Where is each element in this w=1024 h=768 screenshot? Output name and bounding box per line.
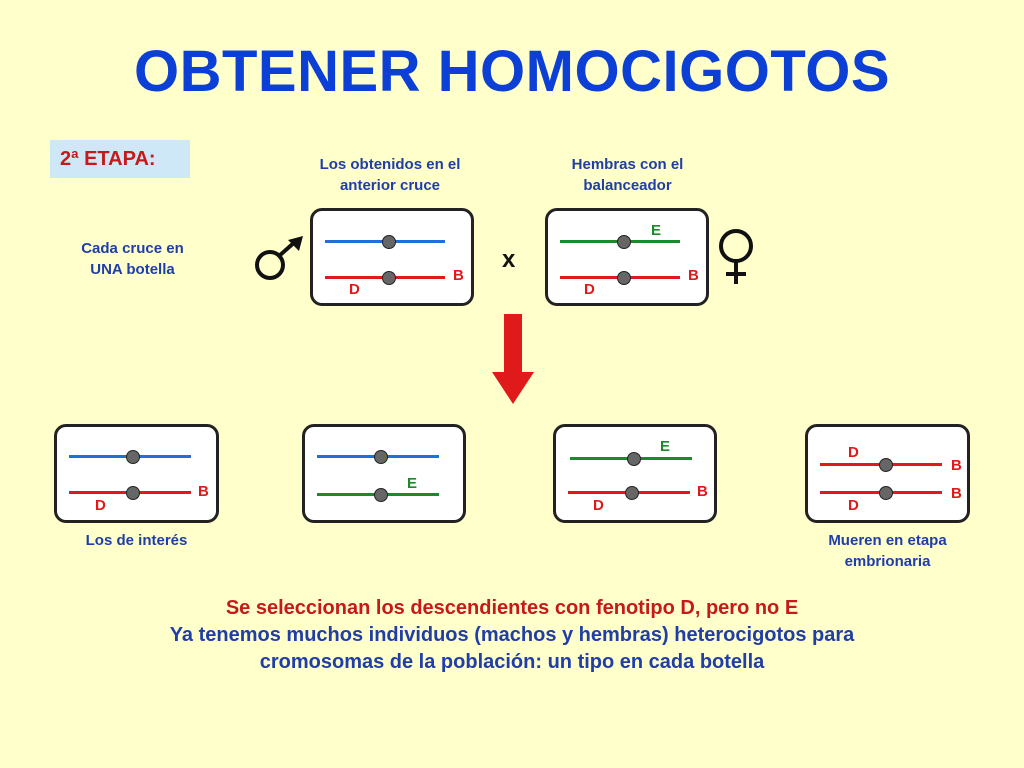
female-label-line-2: balanceador: [583, 177, 672, 194]
male-label-line-2: anterior cruce: [339, 177, 441, 194]
centromere: [879, 486, 893, 500]
die-label-line-1: Mueren en etapa: [828, 532, 947, 549]
note-line-1: Cada cruce en: [81, 240, 184, 257]
female-symbol-icon: [719, 229, 753, 284]
note-line-2: UNA botella: [90, 261, 175, 278]
centromere: [382, 235, 396, 249]
female-label-line-1: Hembras con el: [571, 156, 684, 173]
male-parent-bottle: B D: [310, 208, 474, 306]
centromere: [879, 458, 893, 472]
female-parent-label: Hembras con el balanceador: [540, 154, 715, 196]
gene-b-label: B: [951, 485, 962, 502]
gene-e-label: E: [660, 438, 671, 455]
note-text: Cada cruce en UNA botella: [60, 238, 205, 280]
male-symbol-icon: [255, 236, 303, 280]
gene-b-label: B: [951, 457, 962, 474]
offspring-bottle-3: E B D: [553, 424, 717, 523]
offspring-bottle-4: D B B D: [805, 424, 970, 523]
gene-e-label: E: [407, 475, 418, 492]
conclusion-line-2: cromosomas de la población: un tipo en c…: [259, 651, 765, 673]
centromere: [126, 450, 140, 464]
gene-d-label: D: [848, 497, 859, 514]
page-title: OBTENER HOMOCIGOTOS: [133, 39, 891, 104]
gene-d-label: D: [95, 497, 106, 514]
die-label: Mueren en etapa embrionaria: [795, 530, 980, 572]
die-label-line-2: embrionaria: [844, 553, 931, 570]
centromere: [374, 450, 388, 464]
selection-text: Se seleccionan los descendientes con fen…: [225, 597, 799, 619]
gene-d-label: D: [349, 281, 360, 298]
gene-b-label: B: [453, 267, 464, 284]
interest-label: Los de interés: [85, 532, 188, 549]
gene-d-label: D: [584, 281, 595, 298]
offspring-bottle-2: E: [302, 424, 466, 523]
centromere: [126, 486, 140, 500]
gene-d-label: D: [848, 444, 859, 461]
centromere: [627, 452, 641, 466]
offspring-bottle-1: B D: [54, 424, 219, 523]
conclusion-line-1: Ya tenemos muchos individuos (machos y h…: [169, 624, 855, 646]
centromere: [617, 235, 631, 249]
gene-b-label: B: [697, 483, 708, 500]
centromere: [374, 488, 388, 502]
male-parent-label: Los obtenidos en el anterior cruce: [300, 154, 480, 196]
stage-label: 2ª ETAPA:: [50, 140, 190, 178]
gene-e-label: E: [651, 222, 662, 239]
gene-b-label: B: [688, 267, 699, 284]
cross-sign: x: [502, 246, 516, 273]
male-label-line-1: Los obtenidos en el: [319, 156, 461, 173]
centromere: [382, 271, 396, 285]
centromere: [617, 271, 631, 285]
gene-d-label: D: [593, 497, 604, 514]
down-arrow-icon: [492, 314, 534, 404]
gene-b-label: B: [198, 483, 209, 500]
female-parent-bottle: E B D: [545, 208, 709, 306]
centromere: [625, 486, 639, 500]
